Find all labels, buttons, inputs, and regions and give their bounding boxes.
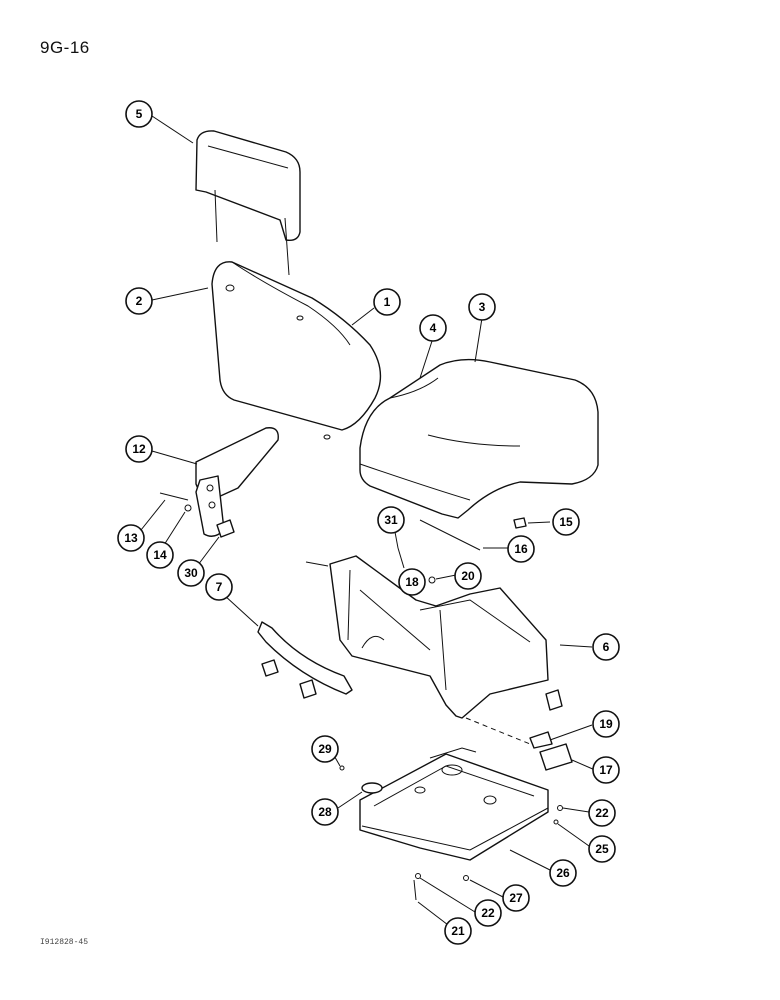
page-label: 9G-16 (40, 38, 90, 57)
callout-label: 22 (595, 806, 609, 820)
callout-27: 27 (502, 884, 530, 912)
callout-label: 3 (479, 300, 486, 314)
callout-22-right: 22 (588, 799, 616, 827)
callout-label: 17 (599, 763, 613, 777)
callout-15: 15 (552, 508, 580, 536)
callout-label: 22 (481, 906, 495, 920)
callout-label: 6 (603, 640, 610, 654)
callout-label: 16 (514, 542, 528, 556)
callout-31: 31 (377, 506, 405, 534)
callout-label: 30 (184, 566, 198, 580)
callout-7: 7 (205, 573, 233, 601)
nut-15 (513, 517, 527, 529)
leader-lines (140, 115, 596, 929)
callout-22-bottom: 22 (474, 899, 502, 927)
washer-22b (557, 805, 563, 811)
callout-25: 25 (588, 835, 616, 863)
headrest (195, 130, 301, 276)
callout-5: 5 (125, 100, 153, 128)
callout-2: 2 (125, 287, 153, 315)
backrest (211, 261, 382, 440)
callout-label: 29 (318, 742, 332, 756)
callout-3: 3 (468, 293, 496, 321)
callout-18: 18 (398, 568, 426, 596)
seat-frame (329, 555, 549, 719)
armrest (195, 427, 279, 538)
nut-27 (463, 875, 469, 881)
nut (428, 576, 436, 584)
rod (419, 519, 481, 551)
pin (339, 765, 345, 771)
callout-label: 1 (384, 295, 391, 309)
callout-13: 13 (117, 524, 145, 552)
callout-label: 14 (153, 548, 167, 562)
bolt-25 (553, 819, 559, 825)
callout-20: 20 (454, 562, 482, 590)
seat-cushion (359, 358, 599, 519)
callout-label: 19 (599, 717, 613, 731)
callout-4: 4 (419, 314, 447, 342)
washer-22 (415, 873, 421, 879)
callout-label: 5 (136, 107, 143, 121)
callout-label: 2 (136, 294, 143, 308)
callout-30: 30 (177, 559, 205, 587)
screw-set (305, 561, 329, 567)
callout-6: 6 (592, 633, 620, 661)
callout-label: 27 (509, 891, 523, 905)
callout-21: 21 (444, 917, 472, 945)
callout-label: 31 (384, 513, 398, 527)
callout-label: 15 (559, 515, 573, 529)
callout-label: 26 (556, 866, 570, 880)
bolt (159, 492, 189, 501)
callout-label: 20 (461, 569, 475, 583)
callout-label: 7 (216, 580, 223, 594)
handle (529, 731, 553, 749)
callout-label: 21 (451, 924, 465, 938)
pad (361, 782, 383, 794)
callout-label: 12 (132, 442, 146, 456)
washer (184, 504, 192, 512)
callout-29: 29 (311, 735, 339, 763)
callout-label: 18 (405, 575, 419, 589)
callout-12: 12 (125, 435, 153, 463)
suspension-base (359, 747, 549, 861)
callout-26: 26 (549, 859, 577, 887)
callout-28: 28 (311, 798, 339, 826)
callout-label: 13 (124, 531, 138, 545)
callout-17: 17 (592, 756, 620, 784)
callout-19: 19 (592, 710, 620, 738)
screw-21 (413, 879, 417, 901)
spring (397, 547, 405, 569)
lever-dashline (465, 717, 531, 745)
cover (539, 743, 573, 771)
callout-14: 14 (146, 541, 174, 569)
callout-label: 25 (595, 842, 609, 856)
callout-16: 16 (507, 535, 535, 563)
bracket (545, 689, 563, 711)
strap (257, 621, 353, 699)
callout-label: 28 (318, 805, 332, 819)
callout-label: 4 (430, 321, 437, 335)
figure-code: I912828-45 (40, 938, 89, 947)
callout-1: 1 (373, 288, 401, 316)
